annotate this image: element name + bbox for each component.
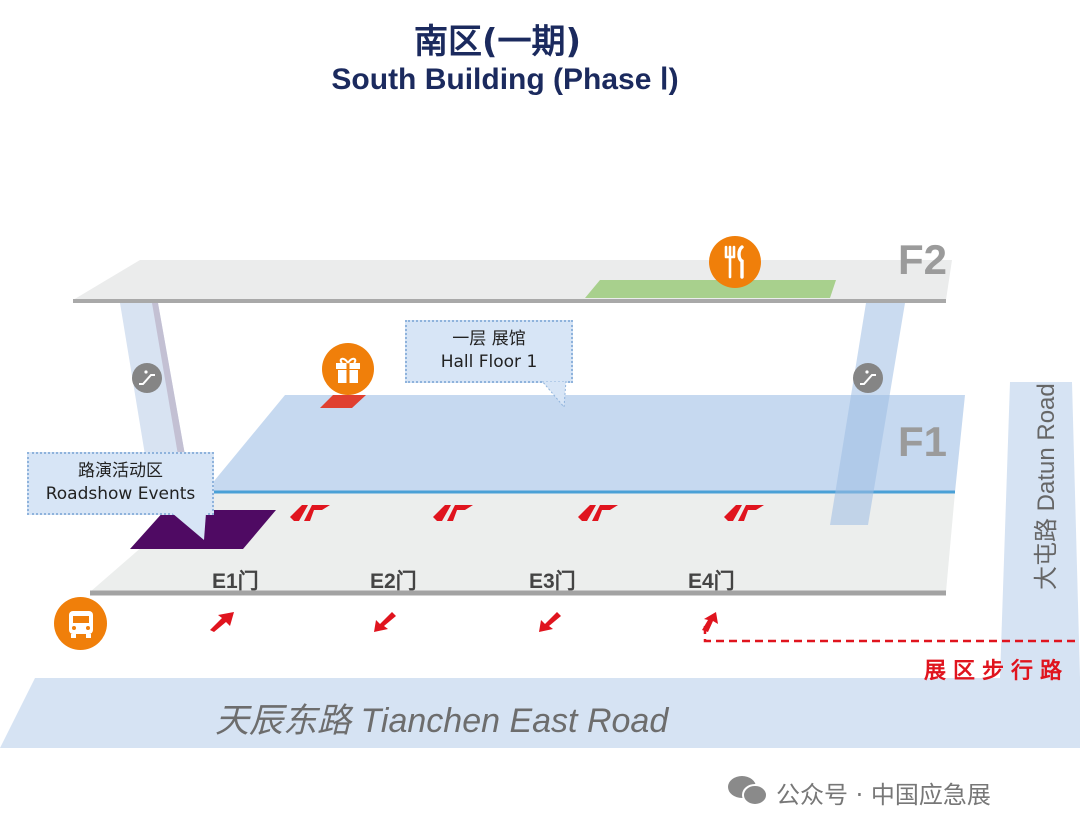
hall-callout-pointer xyxy=(541,381,567,409)
walkway-label: 展区步行路 xyxy=(924,659,1070,684)
hall-callout-chinese: 一层 展馆 xyxy=(452,329,526,349)
roadshow-callout-chinese: 路演活动区 xyxy=(78,461,163,481)
tianchen-east-road xyxy=(0,678,1080,748)
escalator-icon xyxy=(132,363,162,393)
roadshow-callout-english: Roadshow Events xyxy=(45,484,196,504)
hall-floor-1 xyxy=(205,395,965,492)
wechat-icon xyxy=(728,776,768,806)
arrow-up-icon xyxy=(210,612,234,632)
food-court-area xyxy=(585,280,836,298)
right-escalator-pillar xyxy=(830,303,905,525)
arrow-down-icon xyxy=(539,612,561,632)
page-title-english: South Building (Phase Ⅰ) xyxy=(331,63,679,96)
gift-shop-icon xyxy=(322,343,374,395)
escalator-icon xyxy=(853,363,883,393)
left-pillar-edge xyxy=(152,303,185,455)
floor-label-f1: F1 xyxy=(898,418,948,465)
gift-shop-area xyxy=(320,395,366,408)
datun-road-label: 大屯路 Datun Road xyxy=(1033,383,1060,590)
roadshow-callout-pointer xyxy=(172,513,206,540)
bus-icon xyxy=(54,597,107,650)
gate-e1: E1门 xyxy=(212,570,259,593)
watermark-text: 公众号 · 中国应急展 xyxy=(776,781,991,809)
roadshow-callout: 路演活动区 Roadshow Events xyxy=(27,452,214,515)
hall-callout-english: Hall Floor 1 xyxy=(440,352,538,372)
gate-e4: E4门 xyxy=(688,570,735,593)
double-arrow-icon xyxy=(724,505,764,521)
page-title-chinese: 南区(一期) xyxy=(413,22,582,62)
double-arrow-icon xyxy=(578,505,618,521)
entrance-arrows xyxy=(210,505,764,632)
double-arrow-icon xyxy=(433,505,473,521)
gate-e3: E3门 xyxy=(529,570,576,593)
datun-road xyxy=(1000,382,1080,678)
double-arrow-icon xyxy=(290,505,330,521)
floor-label-f2: F2 xyxy=(898,236,948,283)
gate-e2: E2门 xyxy=(370,570,417,593)
walkway-dashed-line xyxy=(703,626,1080,643)
arrow-down-icon xyxy=(374,612,396,632)
tianchen-road-label: 天辰东路 Tianchen East Road xyxy=(215,702,669,740)
restaurant-icon xyxy=(709,236,761,288)
hall-floor-1-callout: 一层 展馆 Hall Floor 1 xyxy=(405,320,573,383)
